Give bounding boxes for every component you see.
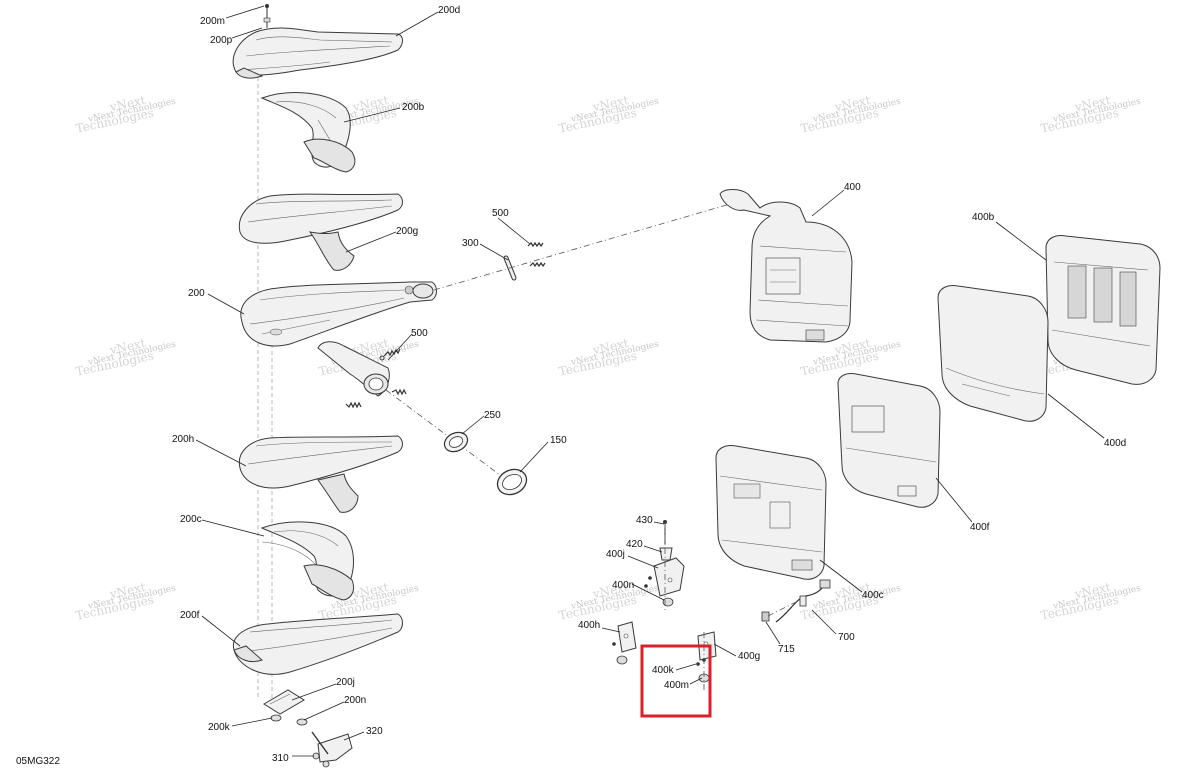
- part-200h-shield: [238, 435, 403, 513]
- label-400f: 400f: [970, 522, 990, 533]
- label-715: 715: [778, 644, 795, 655]
- part-200f-lower-shield: [232, 613, 403, 675]
- label-150: 150: [550, 435, 567, 446]
- part-500-spring-upper: [527, 241, 546, 268]
- part-labels: 200m 200p 200d 200b 200g 200 500 500 300…: [172, 5, 1126, 764]
- label-400h: 400h: [578, 620, 600, 631]
- part-200g-shield: [238, 193, 403, 271]
- label-200h: 200h: [172, 434, 194, 445]
- label-700: 700: [838, 632, 855, 643]
- part-250-gasket: [443, 431, 469, 453]
- watermark: vNext Technologies vNext Technologies: [557, 336, 660, 379]
- label-500-upper: 500: [492, 208, 509, 219]
- drawing-reference-code: 05MG322: [16, 756, 60, 767]
- label-400g: 400g: [738, 651, 760, 662]
- part-400c-heat-shield: [715, 445, 827, 580]
- part-400f-heat-shield: [837, 373, 941, 508]
- label-400b: 400b: [972, 212, 995, 223]
- part-400h-bracket: [612, 621, 637, 665]
- label-200c: 200c: [180, 514, 202, 525]
- part-500-spring: [345, 401, 362, 409]
- exhaust-centerline: [433, 203, 731, 291]
- part-200c-shield: [260, 521, 355, 601]
- label-200j: 200j: [336, 677, 355, 688]
- label-310: 310: [272, 753, 289, 764]
- label-200m: 200m: [200, 16, 225, 27]
- label-250: 250: [484, 410, 501, 421]
- watermark: vNext Technologies vNext Technologies: [557, 93, 660, 136]
- label-200n: 200n: [344, 695, 366, 706]
- watermark: vNext Technologies vNext Technologies: [557, 580, 660, 623]
- watermark: vNext Technologies vNext Technologies: [1039, 580, 1142, 623]
- highlight-box: [640, 644, 712, 718]
- part-715-clip: [761, 611, 770, 622]
- label-500-lower: 500: [411, 328, 428, 339]
- part-200b-heat-shield: [260, 92, 356, 173]
- watermark: vNext Technologies vNext Technologies: [74, 580, 177, 623]
- label-200: 200: [188, 288, 205, 299]
- label-200d: 200d: [438, 5, 460, 16]
- part-outlet-flange: [317, 341, 390, 397]
- label-200g: 200g: [396, 226, 418, 237]
- label-200p: 200p: [210, 35, 233, 46]
- label-400k: 400k: [652, 665, 675, 676]
- label-200b: 200b: [402, 102, 425, 113]
- leader-lines: [195, 5, 1105, 757]
- part-200-exhaust-pipe: [240, 281, 437, 347]
- sensor-axis: [767, 599, 801, 617]
- part-700-sensor: [775, 579, 831, 623]
- part-200d-top-shield: [232, 27, 403, 79]
- part-200j-bracket: [263, 689, 305, 715]
- label-400j: 400j: [606, 549, 625, 560]
- label-400c: 400c: [862, 590, 884, 601]
- watermark: vNext Technologies vNext Technologies: [74, 93, 177, 136]
- part-500-spring: [379, 348, 401, 361]
- label-200k: 200k: [208, 722, 231, 733]
- watermark: vNext Technologies vNext Technologies: [799, 93, 902, 136]
- part-200n-nut: [296, 718, 308, 726]
- label-300: 300: [462, 238, 479, 249]
- watermark: vNext Technologies vNext Technologies: [1039, 93, 1142, 136]
- label-430: 430: [636, 515, 653, 526]
- part-150-seal-ring: [496, 468, 528, 496]
- label-420: 420: [626, 539, 643, 550]
- part-400b-heat-shield: [1045, 235, 1161, 385]
- watermark: vNext Technologies vNext Technologies: [799, 580, 902, 623]
- part-320-bracket: [311, 731, 353, 763]
- label-200f: 200f: [180, 610, 200, 621]
- part-400d-heat-shield: [937, 285, 1049, 422]
- label-320: 320: [366, 726, 383, 737]
- part-500-spring: [391, 388, 407, 396]
- label-400m: 400m: [664, 680, 689, 691]
- part-200k-grommet: [270, 714, 282, 722]
- label-400: 400: [844, 182, 861, 193]
- part-400n-grommet: [644, 576, 674, 607]
- part-400-muffler: [719, 189, 853, 343]
- part-420-isolator: [659, 547, 673, 561]
- part-400j-bracket: [653, 557, 685, 597]
- part-200m-screw: [263, 4, 271, 28]
- label-400n: 400n: [612, 580, 634, 591]
- watermark: vNext Technologies vNext Technologies: [74, 336, 177, 379]
- part-310-fastener: [312, 752, 330, 768]
- label-400d: 400d: [1104, 438, 1126, 449]
